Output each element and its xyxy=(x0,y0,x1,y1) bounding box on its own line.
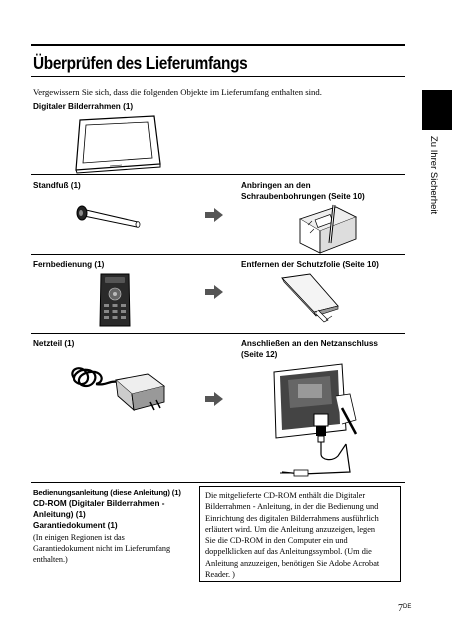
stand-label: Standfuß (1) xyxy=(33,181,81,190)
cdrom-info-line: doppelklicken auf das Anleitungssymbol. … xyxy=(205,547,372,557)
cdrom-info-line: Reader. ) xyxy=(205,570,235,580)
page-title: Überprüfen des Lieferumfangs xyxy=(33,53,248,73)
docs-note-line-1: (In einigen Regionen ist das xyxy=(33,533,125,542)
section-tab-label: Zu Ihrer Sicherheit xyxy=(428,136,439,215)
cdrom-info-box: Die mitgelieferte CD-ROM enthält die Dig… xyxy=(199,486,401,582)
photo-frame-illustration xyxy=(75,115,161,174)
arrow-right-icon xyxy=(205,285,223,299)
divider-1 xyxy=(31,174,405,175)
cdrom-info-line: Anleitung anzuzeigen, benötigen Sie Adob… xyxy=(205,558,380,568)
arrow-right-icon xyxy=(205,208,223,222)
docs-warranty-label: Garantiedokument (1) xyxy=(33,521,118,530)
adapter-action-label-1: Anschließen an den Netzanschluss xyxy=(241,339,378,348)
intro-text: Vergewissern Sie sich, dass die folgende… xyxy=(33,87,322,97)
remote-control-illustration xyxy=(99,273,131,327)
ac-adapter-illustration xyxy=(71,367,166,412)
stand-attach-illustration xyxy=(298,204,358,254)
page-number-value: 7 xyxy=(398,603,403,614)
divider-4 xyxy=(31,482,405,483)
remove-film-illustration xyxy=(281,273,339,323)
adapter-action-label-2: (Seite 12) xyxy=(241,350,278,359)
cdrom-info-line: Bilderrahmen - Anleitung, in der die Bed… xyxy=(205,502,379,512)
divider-2 xyxy=(31,254,405,255)
title-bottom-rule xyxy=(31,76,405,77)
section-tab-marker xyxy=(422,90,452,130)
frame-label: Digitaler Bilderrahmen (1) xyxy=(33,102,134,111)
stand-illustration xyxy=(76,205,141,228)
docs-note-line-2: Garantiedokument nicht im Lieferumfang xyxy=(33,544,171,553)
cdrom-info-line: Sie die CD-ROM in den Computer ein und xyxy=(205,536,348,546)
remote-action-label: Entfernen der Schutzfolie (Seite 10) xyxy=(241,260,379,269)
title-top-rule xyxy=(31,44,405,46)
docs-note-line-3: enthalten.) xyxy=(33,555,68,564)
adapter-label: Netzteil (1) xyxy=(33,339,75,348)
cdrom-info-line: Die mitgelieferte CD-ROM enthält die Dig… xyxy=(205,491,366,500)
docs-manual-label: Bedienungsanleitung (diese Anleitung) (1… xyxy=(33,488,181,497)
cdrom-info-line: Einrichtung des digitalen Bilderrahmens … xyxy=(205,513,379,523)
docs-cdrom-label-2: Anleitung) (1) xyxy=(33,510,86,519)
page-number: 7DE xyxy=(398,603,411,614)
divider-3 xyxy=(31,333,405,334)
remote-label: Fernbedienung (1) xyxy=(33,260,105,269)
arrow-right-icon xyxy=(205,392,223,406)
stand-action-label: Anbringen an den Schraubenbohrungen (Sei… xyxy=(241,181,365,201)
cdrom-info-line: erläutert wird. Um die Anleitung anzuzei… xyxy=(205,524,376,534)
page-language-code: DE xyxy=(403,604,412,610)
docs-cdrom-label-1: CD-ROM (Digitaler Bilderrahmen - xyxy=(33,499,165,508)
connect-power-illustration xyxy=(273,363,358,477)
